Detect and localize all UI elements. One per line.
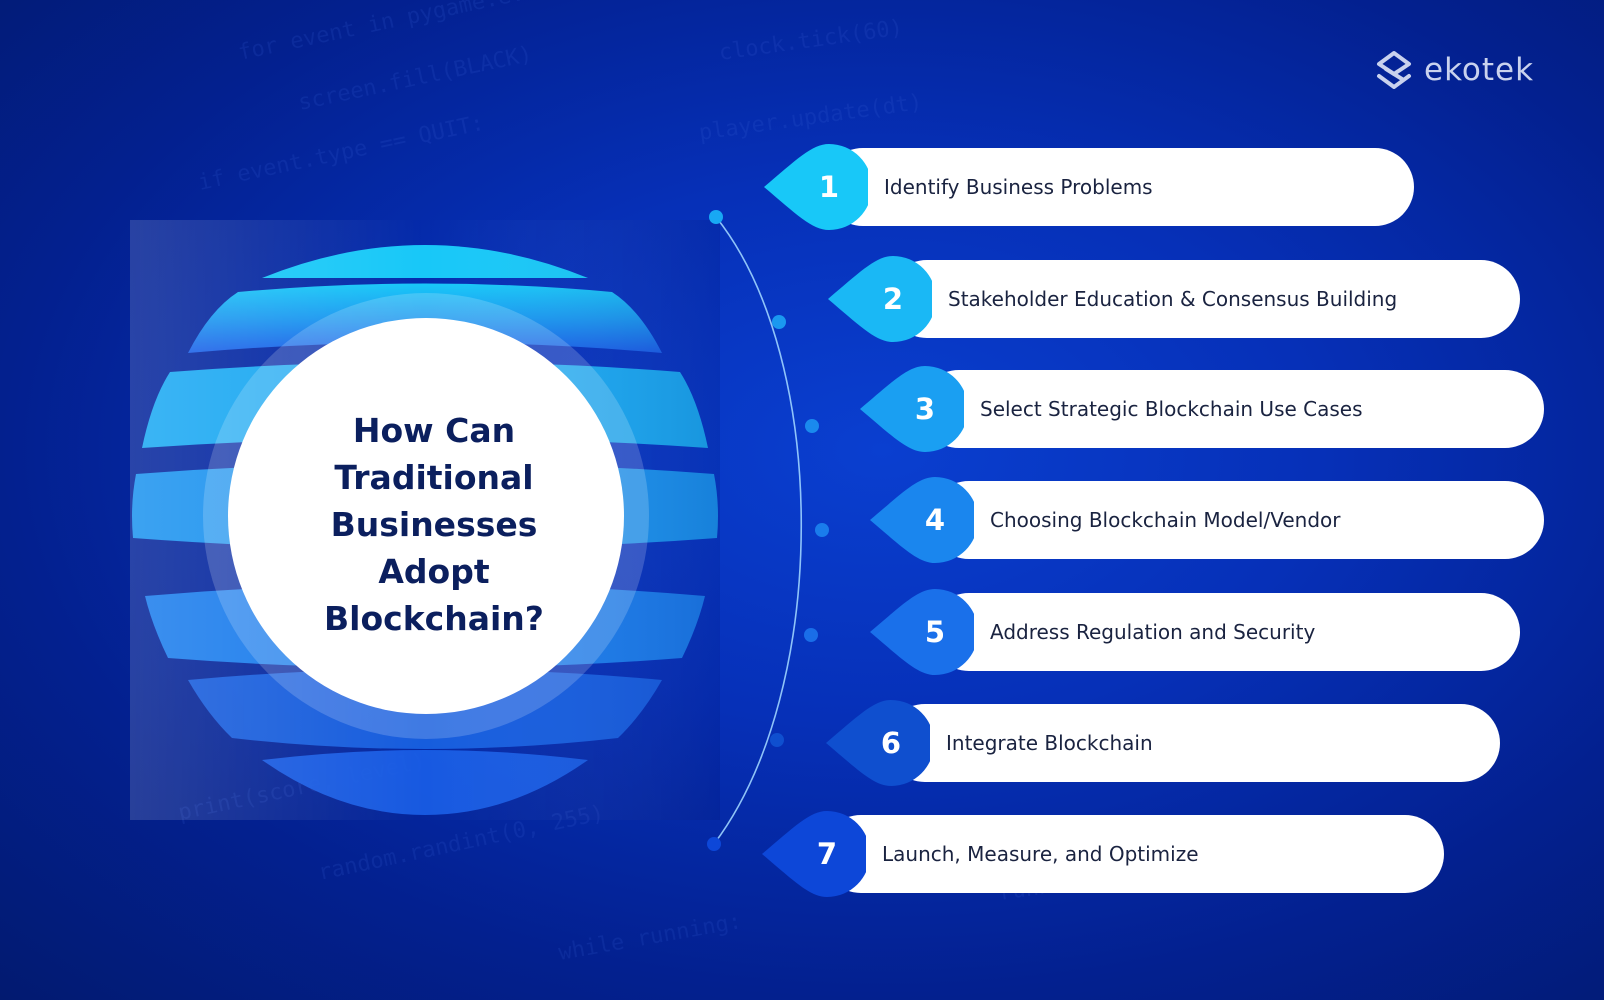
connector-dot bbox=[772, 315, 786, 329]
step-5-badge: 5 bbox=[870, 589, 974, 675]
step-2-number: 2 bbox=[882, 282, 904, 316]
step-2-badge: 2 bbox=[828, 256, 932, 342]
step-3-label: Select Strategic Blockchain Use Cases bbox=[980, 397, 1363, 421]
step-3-pill: Select Strategic Blockchain Use Cases bbox=[920, 370, 1544, 448]
step-7-number: 7 bbox=[816, 837, 838, 871]
connector-dot bbox=[805, 419, 819, 433]
step-3-badge: 3 bbox=[860, 366, 964, 452]
step-1-number: 1 bbox=[818, 170, 840, 204]
step-7-pill: Launch, Measure, and Optimize bbox=[822, 815, 1444, 893]
step-6-badge: 6 bbox=[826, 700, 930, 786]
ekotek-logo-icon bbox=[1377, 51, 1411, 89]
step-4-badge: 4 bbox=[870, 477, 974, 563]
brand-name: ekotek bbox=[1424, 52, 1535, 88]
step-1-pill: Identify Business Problems bbox=[824, 148, 1414, 226]
step-4-pill: Choosing Blockchain Model/Vendor bbox=[930, 481, 1544, 559]
step-2-pill: Stakeholder Education & Consensus Buildi… bbox=[888, 260, 1520, 338]
connector-dot bbox=[709, 210, 723, 224]
brand-logo: ekotek bbox=[1374, 50, 1534, 90]
step-5-label: Address Regulation and Security bbox=[990, 620, 1316, 644]
step-4-label: Choosing Blockchain Model/Vendor bbox=[990, 508, 1341, 532]
step-6-label: Integrate Blockchain bbox=[946, 731, 1153, 755]
step-7-label: Launch, Measure, and Optimize bbox=[882, 842, 1199, 866]
connector-dot bbox=[804, 628, 818, 642]
connector-dot bbox=[815, 523, 829, 537]
step-1-label: Identify Business Problems bbox=[884, 175, 1153, 199]
connector-dot bbox=[770, 733, 784, 747]
step-3-number: 3 bbox=[914, 392, 936, 426]
step-6-pill: Integrate Blockchain bbox=[886, 704, 1500, 782]
connector-dot bbox=[707, 837, 721, 851]
step-4-number: 4 bbox=[924, 503, 946, 537]
step-2-label: Stakeholder Education & Consensus Buildi… bbox=[948, 287, 1398, 311]
sphere-graphic bbox=[130, 220, 720, 820]
step-1-badge: 1 bbox=[764, 144, 868, 230]
step-5-number: 5 bbox=[924, 615, 946, 649]
step-7-badge: 7 bbox=[762, 811, 866, 897]
step-5-pill: Address Regulation and Security bbox=[930, 593, 1520, 671]
infographic-title: How Can Traditional Businesses Adopt Blo… bbox=[324, 410, 544, 638]
step-6-number: 6 bbox=[880, 726, 902, 760]
